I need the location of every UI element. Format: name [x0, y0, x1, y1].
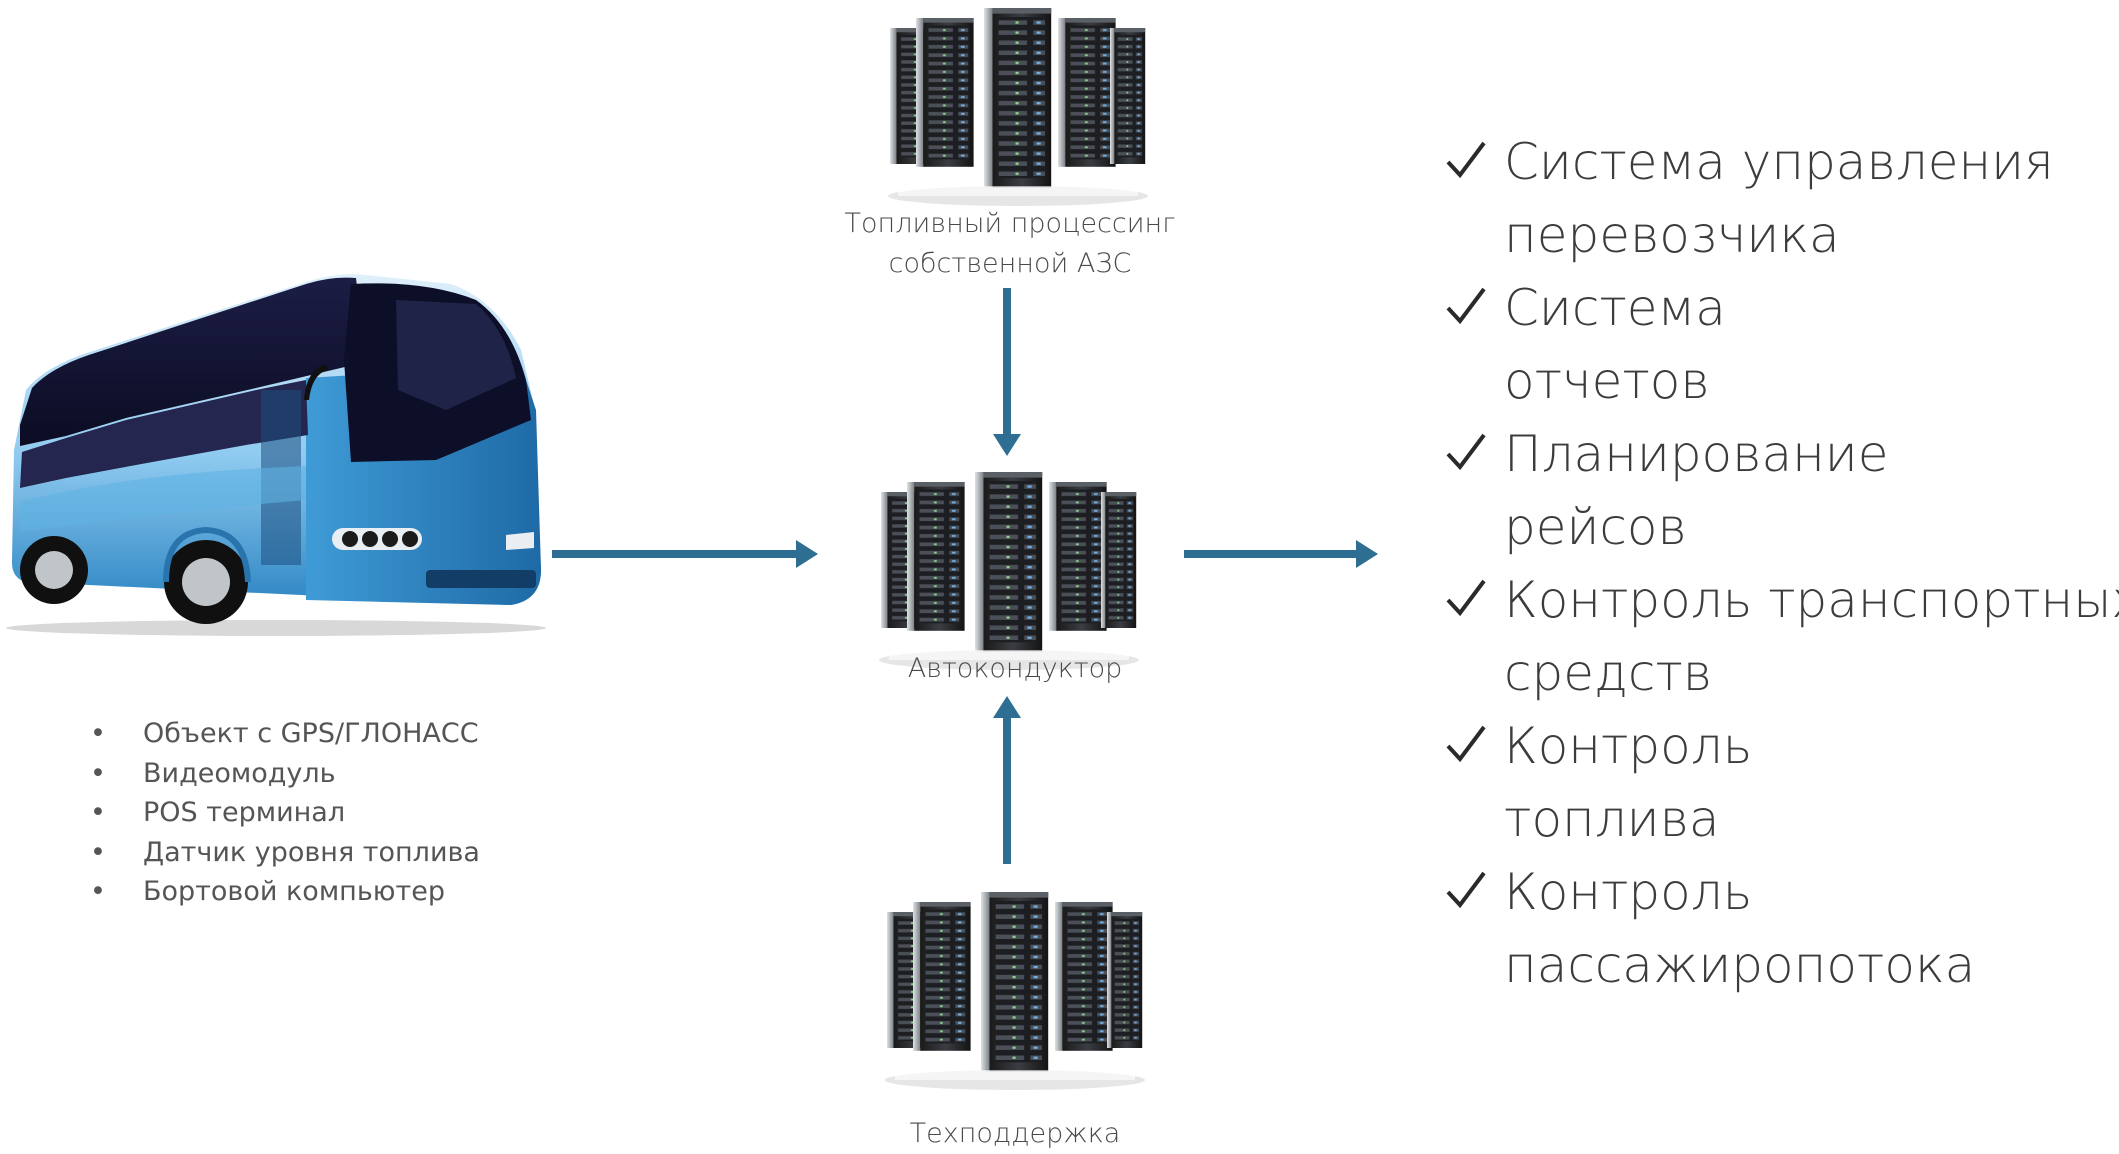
checkmark-icon	[1445, 724, 1495, 770]
server-rack-icon	[885, 890, 1145, 1090]
list-item: Объект с GPS/ГЛОНАСС	[85, 714, 480, 754]
arrow-down-from-fuel-processing	[993, 288, 1021, 456]
capability-label: Система отчетов	[1504, 279, 1726, 410]
arrow-up-from-tech-support	[993, 696, 1021, 864]
fuel-processing-label-line1: Топливный процессинг	[844, 208, 1176, 239]
list-item: Датчик уровня топлива	[85, 833, 480, 873]
checkmark-icon	[1445, 432, 1495, 478]
list-item: Контроль транспортных средств	[1445, 564, 2119, 710]
bus-image	[6, 274, 546, 636]
list-item: Видеомодуль	[85, 754, 480, 794]
vehicle-feature-list: Объект с GPS/ГЛОНАСС Видеомодуль POS тер…	[85, 714, 480, 912]
server-rack-icon	[888, 6, 1148, 206]
capability-label: Контроль топлива	[1504, 717, 1753, 848]
capability-label: Система управления перевозчика	[1504, 133, 2054, 264]
fuel-processing-label: Топливный процессинг собственной АЗС	[800, 204, 1220, 284]
capability-label: Контроль пассажиропотока	[1504, 863, 1976, 994]
list-item: Бортовой компьютер	[85, 872, 480, 912]
tech-support-servers	[885, 890, 1145, 1090]
list-item: Планирование рейсов	[1445, 418, 1954, 564]
list-item: Контроль пассажиропотока	[1445, 856, 2004, 1002]
list-item: Система управления перевозчика	[1445, 126, 2119, 272]
checkmark-icon	[1445, 140, 1495, 186]
autoconductor-servers	[874, 470, 1144, 670]
list-item: Система отчетов	[1445, 272, 1804, 418]
fuel-processing-servers	[888, 6, 1148, 206]
checkmark-icon	[1445, 286, 1495, 332]
capability-label: Планирование рейсов	[1504, 425, 1889, 556]
list-item: POS терминал	[85, 793, 480, 833]
checkmark-icon	[1445, 870, 1495, 916]
capabilities-list: Система управления перевозчика Система о…	[1445, 126, 2119, 1002]
arrow-autoconductor-to-capabilities	[1184, 540, 1378, 568]
server-rack-icon	[874, 470, 1144, 670]
list-item: Контроль топлива	[1445, 710, 1824, 856]
autoconductor-label: Автокондуктор	[907, 653, 1123, 684]
capability-label: Контроль транспортных средств	[1504, 571, 2119, 702]
checkmark-icon	[1445, 578, 1495, 624]
tech-support-label: Техподдержка	[909, 1118, 1121, 1149]
fuel-processing-label-line2: собственной АЗС	[888, 248, 1132, 279]
arrow-bus-to-autoconductor	[552, 540, 818, 568]
